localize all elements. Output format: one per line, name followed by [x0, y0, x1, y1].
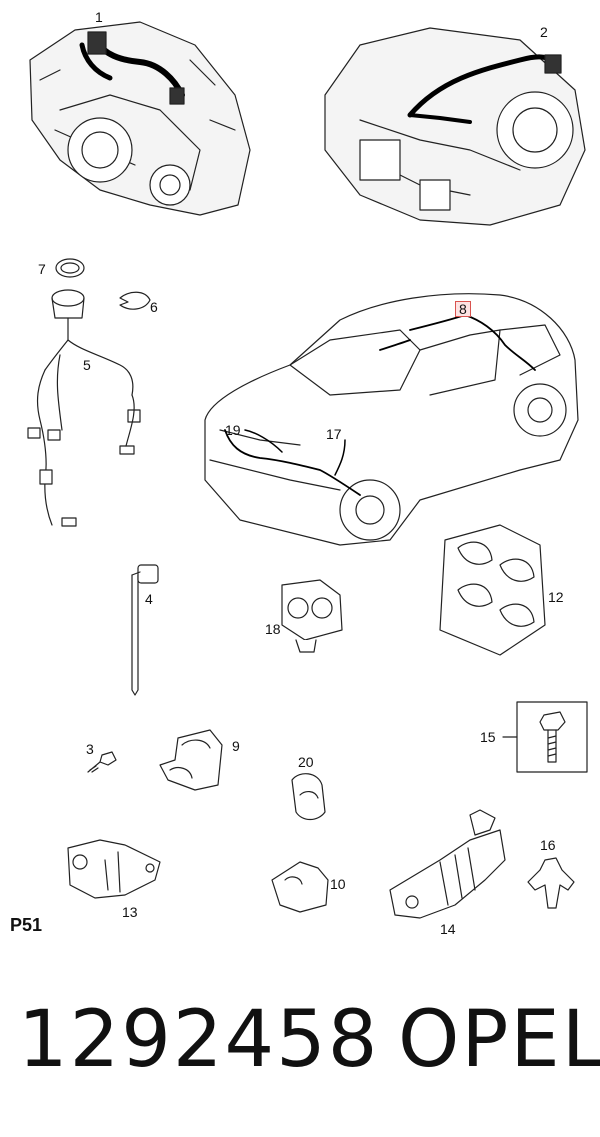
pipe-bracket-illustration	[439, 524, 546, 656]
callout-19: 19	[225, 422, 241, 438]
bolt-box-illustration	[502, 701, 588, 773]
brand-name: OPEL	[398, 995, 600, 1085]
car-illustration	[204, 293, 579, 546]
callout-20: 20	[298, 754, 314, 770]
transmission-automatic-illustration	[324, 27, 586, 226]
mounting-bracket-illustration	[67, 839, 161, 899]
callout-5: 5	[83, 357, 91, 373]
callout-17: 17	[326, 426, 342, 442]
screw-illustration	[87, 751, 117, 773]
wiring-harness-illustration	[27, 289, 141, 527]
callout-3: 3	[86, 741, 94, 757]
callout-14: 14	[440, 921, 456, 937]
clip-illustration	[119, 291, 151, 310]
transmission-manual-illustration	[29, 21, 251, 216]
long-bracket-illustration	[389, 809, 506, 919]
callout-16: 16	[540, 837, 556, 853]
plate-label: P51	[10, 915, 43, 935]
part-number: 1292458	[18, 995, 380, 1085]
clamp-illustration	[159, 729, 223, 791]
callout-18: 18	[265, 621, 281, 637]
sensor-probe-illustration	[131, 564, 159, 696]
double-clip-illustration	[281, 579, 343, 653]
callout-1: 1	[95, 9, 103, 25]
callout-6: 6	[150, 299, 158, 315]
callout-4: 4	[145, 591, 153, 607]
callout-15: 15	[480, 729, 496, 745]
small-clip-illustration	[291, 773, 326, 821]
callout-12: 12	[548, 589, 564, 605]
callout-8: 8	[455, 301, 471, 317]
cable-clip-illustration	[271, 861, 329, 913]
callout-7: 7	[38, 261, 46, 277]
callout-10: 10	[330, 876, 346, 892]
callout-13: 13	[122, 904, 138, 920]
callout-2: 2	[540, 24, 548, 40]
push-clip-illustration	[527, 857, 575, 909]
callout-9: 9	[232, 738, 240, 754]
o-ring-illustration	[55, 258, 85, 278]
